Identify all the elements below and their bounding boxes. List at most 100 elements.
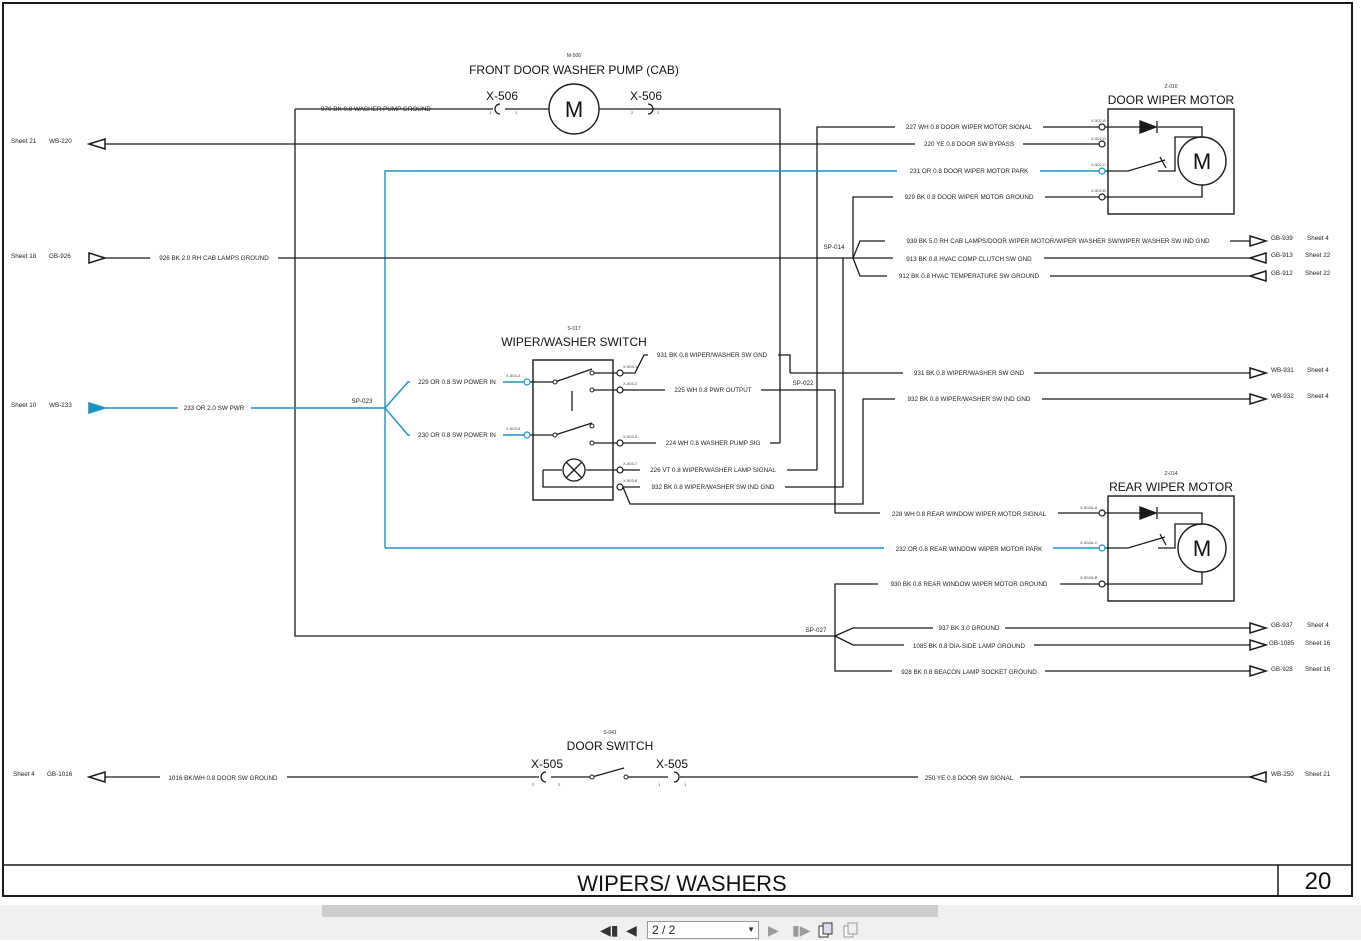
offsheet-arrow-right bbox=[88, 401, 108, 415]
wire-225-228 bbox=[623, 389, 1104, 514]
wire-932a-label: 932 BK 0.8 WIPER/WASHER SW IND GND bbox=[652, 484, 775, 491]
offsheet-right-sheet: Sheet 21 bbox=[1305, 771, 1331, 778]
door-switch-pin-right: 1 bbox=[658, 782, 661, 787]
offsheet-left-ref: WB-233 bbox=[49, 402, 72, 409]
pump-name: FRONT DOOR WASHER PUMP (CAB) bbox=[469, 63, 679, 77]
pump-pin-right-b: 2 bbox=[657, 110, 660, 115]
rear-motor-letter: M bbox=[1193, 536, 1211, 561]
page-number-select[interactable]: 2 / 2 ▼ bbox=[647, 921, 759, 939]
pin-symbol bbox=[1098, 580, 1106, 588]
offsheet-right-ref: WB-932 bbox=[1271, 393, 1294, 400]
offsheet-right-ref: WB-250 bbox=[1271, 771, 1294, 778]
offsheet-right-ref: GB-912 bbox=[1271, 270, 1293, 277]
pin-x503-8: X-503-8 bbox=[623, 478, 638, 483]
offsheet-left-ref: GB-1016 bbox=[47, 771, 73, 778]
wire-931b-label: 931 BK 0.8 WIPER/WASHER SW GND bbox=[914, 370, 1025, 377]
chevron-down-icon: ▼ bbox=[747, 925, 755, 934]
pin-symbol bbox=[616, 386, 624, 394]
wire-224-label: 224 WH 0.8 WASHER PUMP SIG bbox=[666, 440, 761, 447]
offsheet-right-sheet: Sheet 4 bbox=[1307, 367, 1329, 374]
offsheet-left-sheet: Sheet 10 bbox=[11, 402, 37, 409]
offsheet-arrow-right bbox=[1249, 621, 1269, 635]
wire-926-label: 926 BK 2.0 RH CAB LAMPS GROUND bbox=[159, 255, 269, 262]
pin-symbol bbox=[616, 483, 624, 491]
offsheet-left-ref: GB-926 bbox=[49, 253, 71, 260]
offsheet-arrow-right bbox=[1249, 234, 1269, 248]
door-switch-pin-left: 2 bbox=[532, 782, 535, 787]
wire-929 bbox=[852, 196, 1099, 258]
wire-225-label: 225 WH 0.8 PWR OUTPUT bbox=[674, 387, 751, 394]
wire-931a-label: 931 BK 0.8 WIPER/WASHER SW GND bbox=[657, 352, 768, 359]
first-page-icon[interactable]: ◀▮ bbox=[600, 922, 619, 938]
door-switch-connector-right-symbol bbox=[673, 771, 680, 783]
two-page-view-icon[interactable] bbox=[843, 922, 859, 941]
wire-232-label: 232 OR 0.8 REAR WINDOW WIPER MOTOR PARK bbox=[896, 546, 1044, 553]
wire-233-label: 233 OR 2.0 SW PWR bbox=[184, 405, 245, 412]
wire-228-label: 228 WH 0.8 REAR WINDOW WIPER MOTOR SIGNA… bbox=[892, 511, 1047, 518]
pin-x502d: X-502-D bbox=[1091, 136, 1106, 141]
pin-x503-6: X-503-6 bbox=[506, 426, 521, 431]
pin-x502ab: X-502A-B bbox=[1080, 575, 1098, 580]
offsheet-left-sheet: Sheet 18 bbox=[11, 253, 37, 260]
pin-x502b: X-502-B bbox=[1091, 188, 1106, 193]
pump-connector-left: X-506 bbox=[486, 89, 518, 103]
wire-227-label: 227 WH 0.8 DOOR WIPER MOTOR SIGNAL bbox=[906, 124, 1033, 131]
last-page-icon[interactable]: ▮▶ bbox=[792, 922, 811, 938]
pump-pin-right: 2 bbox=[631, 110, 634, 115]
splice-sp027-branches bbox=[834, 627, 1250, 672]
offsheet-left-ref: WB-220 bbox=[49, 138, 72, 145]
switch-name: WIPER/WASHER SWITCH bbox=[501, 335, 647, 349]
single-page-view-icon[interactable] bbox=[818, 922, 834, 941]
sheet-title: WIPERS/ WASHERS bbox=[577, 871, 786, 896]
pin-symbol bbox=[523, 431, 531, 439]
wire-930 bbox=[834, 583, 1099, 636]
switch-contact bbox=[589, 387, 595, 393]
pin-x503-1: X-503-1 bbox=[623, 364, 638, 369]
door-switch-connector-right: X-505 bbox=[656, 757, 688, 771]
pump-pin-left-b: 1 bbox=[515, 110, 518, 115]
horizontal-scrollbar[interactable] bbox=[322, 905, 938, 917]
door-switch-connector-left-symbol bbox=[540, 771, 547, 783]
wire-1016-label: 1016 BK/WH 0.8 DOOR SW GROUND bbox=[168, 775, 278, 782]
wire-231 bbox=[384, 170, 1099, 548]
pin-x503-3: X-503-3 bbox=[506, 373, 521, 378]
wire-912-label: 912 BK 0.8 HVAC TEMPERATURE SW GROUND bbox=[899, 273, 1040, 280]
offsheet-right-sheet: Sheet 4 bbox=[1307, 393, 1329, 400]
offsheet-arrow-left bbox=[1247, 251, 1267, 265]
wire-932-ind bbox=[623, 258, 844, 488]
switch-contact bbox=[589, 423, 595, 429]
wire-220-label: 220 YE 0.8 DOOR SW BYPASS bbox=[924, 141, 1014, 148]
wire-970 bbox=[294, 109, 835, 637]
pin-x502c-symbol bbox=[1098, 167, 1106, 175]
pin-symbol bbox=[1098, 544, 1106, 552]
pump-pin-left: 1 bbox=[489, 110, 492, 115]
offsheet-right-sheet: Sheet 4 bbox=[1307, 622, 1329, 629]
pin-symbol bbox=[616, 466, 624, 474]
wire-939-label: 939 BK 5.0 RH CAB LAMPS/DOOR WIPER MOTOR… bbox=[906, 238, 1210, 245]
offsheet-arrow-right bbox=[1249, 664, 1269, 678]
pin-symbol bbox=[616, 369, 624, 377]
offsheet-left-sheet: Sheet 4 bbox=[13, 771, 35, 778]
next-page-icon[interactable]: ▶ bbox=[768, 922, 779, 938]
splice-sp023: SP-023 bbox=[351, 398, 373, 405]
pump-connector-right: X-506 bbox=[630, 89, 662, 103]
rear-motor-internal bbox=[1104, 512, 1203, 585]
door-switch-pin-right-b: 1 bbox=[684, 782, 687, 787]
rear-motor-name: REAR WIPER MOTOR bbox=[1109, 480, 1233, 494]
offsheet-arrow-left bbox=[86, 770, 106, 784]
wire-932b-label: 932 BK 0.8 WIPER/WASHER SW IND GND bbox=[908, 396, 1031, 403]
offsheet-arrow-right bbox=[1249, 366, 1269, 380]
pin-x502a: X-502-A bbox=[1091, 118, 1106, 123]
pin-x503-2: X-503-2 bbox=[623, 381, 638, 386]
switch-contact bbox=[589, 370, 595, 376]
wire-233-splice bbox=[105, 381, 524, 436]
wire-250-label: 250 YE 0.8 DOOR SW SIGNAL bbox=[925, 775, 1014, 782]
offsheet-right-ref: GB-913 bbox=[1271, 252, 1293, 259]
wire-913-label: 913 BK 0.8 HVAC COMP CLUTCH SW GND bbox=[906, 256, 1032, 263]
sheet-number: 20 bbox=[1305, 868, 1332, 895]
prev-page-icon[interactable]: ◀ bbox=[626, 922, 637, 938]
offsheet-right-ref: GB-939 bbox=[1271, 235, 1293, 242]
offsheet-right-ref: GB-937 bbox=[1271, 622, 1293, 629]
page-indicator: 2 / 2 bbox=[652, 923, 676, 937]
splice-sp022: SP-022 bbox=[792, 380, 814, 387]
